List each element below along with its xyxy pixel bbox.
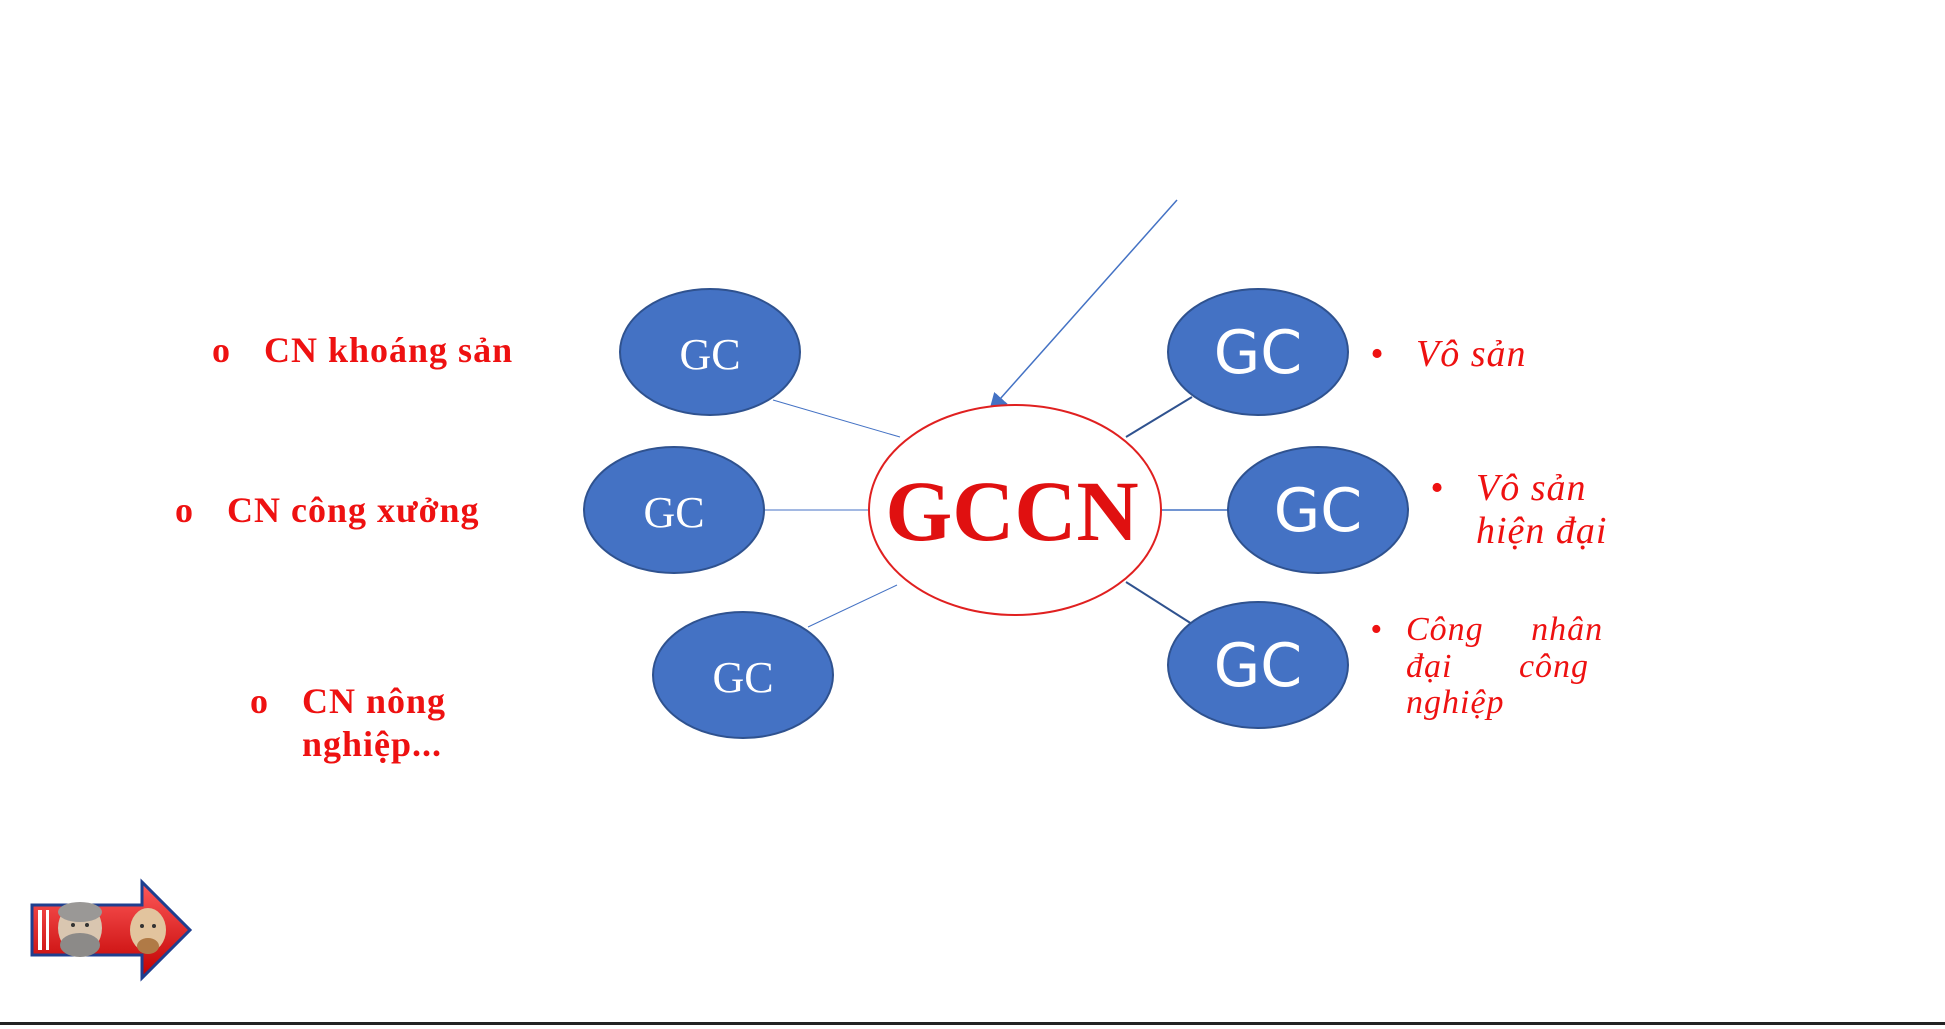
connector-right-3 bbox=[1126, 582, 1192, 624]
right-label-3: • Công nhân đại công nghiệp bbox=[1370, 611, 1603, 721]
right-label-2-text-line2: hiện đại bbox=[1476, 510, 1607, 552]
center-node: GCCN bbox=[869, 405, 1161, 615]
connector-right-1 bbox=[1126, 397, 1192, 437]
right-label-2-bullet: • bbox=[1430, 467, 1444, 509]
right-label-1-bullet: • bbox=[1370, 333, 1384, 375]
left-label-3: o CN nông nghiệp... bbox=[250, 681, 446, 764]
left-label-1-text: CN khoáng sản bbox=[264, 330, 513, 370]
left-label-1-bullet: o bbox=[212, 330, 231, 370]
left-node-1: GC bbox=[620, 289, 800, 415]
left-label-3-text-line1: CN nông bbox=[302, 681, 446, 721]
right-node-2: GC bbox=[1228, 447, 1408, 573]
connector-left-1 bbox=[773, 400, 900, 437]
left-node-3-label: GC bbox=[712, 653, 773, 702]
next-arrow-portraits-icon[interactable] bbox=[32, 882, 190, 978]
left-label-2-bullet: o bbox=[175, 490, 194, 530]
right-label-3-text-line3: nghiệp bbox=[1406, 684, 1505, 721]
right-node-3-label: GC bbox=[1214, 631, 1302, 701]
left-label-3-bullet: o bbox=[250, 681, 269, 721]
left-label-1: o CN khoáng sản bbox=[212, 330, 513, 370]
right-label-2-text-line1: Vô sản bbox=[1476, 467, 1587, 509]
right-label-3-text-line2: đại công bbox=[1406, 648, 1589, 685]
right-node-2-label: GC bbox=[1274, 476, 1362, 546]
pointer-arrow bbox=[992, 200, 1177, 408]
left-node-2: GC bbox=[584, 447, 764, 573]
right-node-3: GC bbox=[1168, 602, 1348, 728]
right-label-2: • Vô sản hiện đại bbox=[1430, 467, 1607, 552]
left-node-3: GC bbox=[653, 612, 833, 738]
portrait-left-icon bbox=[58, 902, 102, 957]
center-label: GCCN bbox=[885, 463, 1138, 559]
right-label-1-text: Vô sản bbox=[1416, 333, 1527, 375]
left-label-2: o CN công xưởng bbox=[175, 490, 480, 530]
right-node-1-label: GC bbox=[1214, 318, 1302, 388]
left-node-1-label: GC bbox=[679, 330, 740, 379]
right-label-1: • Vô sản bbox=[1370, 333, 1527, 375]
left-node-2-label: GC bbox=[643, 488, 704, 537]
right-label-3-text-line1: Công nhân bbox=[1406, 611, 1603, 648]
left-label-3-text-line2: nghiệp... bbox=[302, 724, 442, 764]
left-label-2-text: CN công xưởng bbox=[227, 490, 480, 530]
right-label-3-bullet: • bbox=[1370, 611, 1383, 648]
right-node-1: GC bbox=[1168, 289, 1348, 415]
connector-left-3 bbox=[808, 585, 897, 627]
